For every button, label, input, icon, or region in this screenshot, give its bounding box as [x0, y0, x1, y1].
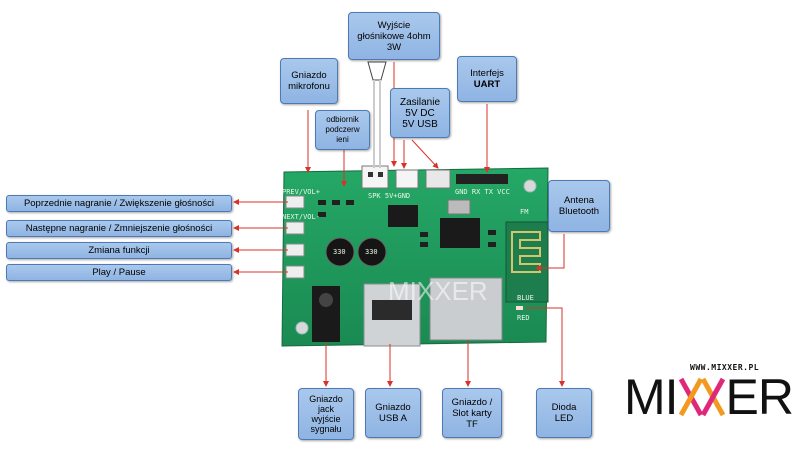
callout-text: sygnału	[310, 424, 342, 434]
watermark: MIXXER	[388, 276, 488, 306]
callout-text: jack	[317, 404, 334, 414]
callout-text: Zasilanie	[399, 96, 441, 108]
callout-text: Slot karty	[452, 407, 492, 419]
logo-text-left: MI	[624, 369, 679, 425]
callout-text: UART	[473, 79, 501, 90]
label-cap1: 330	[333, 248, 346, 256]
callout-text: Antena	[563, 195, 595, 206]
callout-text: głośnikowe 4ohm	[357, 30, 431, 42]
label-next: NEXT/VOL-	[282, 213, 320, 221]
callout-text: 3W	[386, 41, 402, 53]
side-label-prev: Poprzednie nagranie / Zwiększenie głośno…	[6, 195, 232, 212]
label-cap2: 330	[365, 248, 378, 256]
callout-text: Gniazdo	[291, 70, 327, 81]
callout-text: mikrofonu	[288, 81, 330, 92]
callout-text: Gniazdo	[309, 394, 343, 404]
callout-text: Gniazdo	[375, 402, 411, 413]
side-label-mode: Zmiana funkcji	[6, 242, 232, 259]
side-label-play: Play / Pause	[6, 264, 232, 281]
callout-text: Dioda	[551, 402, 577, 413]
logo-url: WWW.MIXXER.PL	[690, 363, 760, 372]
label-uart-pins: GND RX TX VCC	[455, 188, 510, 196]
callout-text: ieni	[336, 135, 349, 144]
callout-tf-slot: Gniazdo / Slot karty TF	[442, 388, 502, 438]
label-red: RED	[517, 314, 530, 322]
callout-led: Dioda LED	[536, 388, 592, 438]
callout-text: odbiornik	[326, 115, 359, 124]
label-spk: SPK 5V+GND	[368, 192, 410, 200]
callout-power: Zasilanie 5V DC 5V USB	[390, 88, 450, 138]
logo-xx-icon	[678, 377, 725, 417]
label-blue: BLUE	[517, 294, 534, 302]
callout-mic-socket: Gniazdo mikrofonu	[280, 58, 338, 104]
label-fm: FM	[520, 208, 528, 216]
callout-speaker-output: Wyjście głośnikowe 4ohm 3W	[348, 12, 440, 60]
label-prev: PREV/VOL+	[282, 188, 320, 196]
callout-text: USB A	[379, 413, 407, 424]
callout-text: wyjście	[311, 414, 341, 424]
callout-text: TF	[466, 418, 478, 430]
callout-text: 5V USB	[402, 118, 438, 130]
callout-antenna: Antena Bluetooth	[548, 180, 610, 232]
callout-text: Interfejs	[470, 68, 504, 79]
callout-usb: Gniazdo USB A	[365, 388, 421, 438]
callout-ir-receiver: odbiornik podczerw ieni	[315, 110, 370, 150]
callout-text: LED	[554, 413, 574, 424]
callout-text: podczerw	[325, 125, 360, 134]
logo-text-right: ER	[725, 369, 794, 425]
logo: MI ER	[624, 369, 794, 425]
arrows	[233, 62, 565, 387]
callout-uart: Interfejs UART	[457, 56, 517, 102]
speaker-wire	[367, 61, 387, 168]
callout-text: 5V DC	[405, 107, 435, 119]
pcb	[281, 165, 549, 347]
side-label-next: Następne nagranie / Zmniejszenie głośnoś…	[6, 220, 232, 237]
callout-text: Wyjście	[377, 19, 411, 31]
callout-jack: Gniazdo jack wyjście sygnału	[298, 388, 354, 440]
callout-text: Bluetooth	[558, 206, 600, 217]
callout-text: Gniazdo /	[451, 396, 493, 408]
